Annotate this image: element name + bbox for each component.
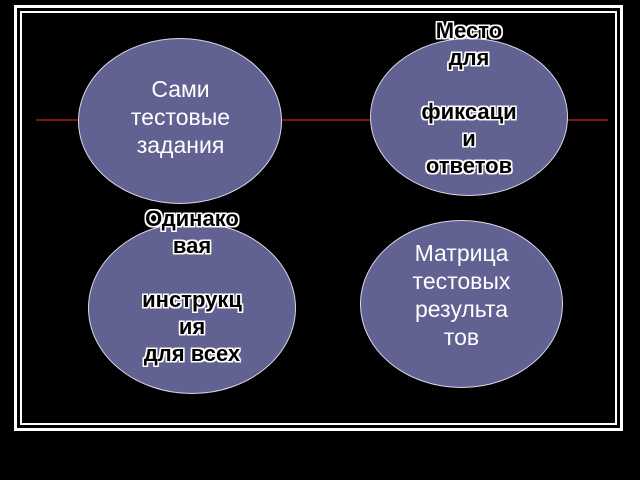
inner-frame	[20, 11, 617, 425]
oval-bottom-left	[88, 222, 296, 394]
horizontal-divider-line	[36, 119, 608, 121]
oval-bottom-right	[360, 220, 563, 388]
node-label-top-right: Место для фиксаци и ответов	[421, 18, 517, 178]
oval-top-left	[78, 38, 282, 204]
node-label-bottom-left: Одинако вая инструкц ия для всех	[142, 206, 242, 366]
oval-top-right	[370, 38, 568, 196]
outer-frame	[14, 5, 623, 431]
node-label-bottom-right: Матрица тестовых результа тов	[412, 240, 511, 350]
node-label-top-left: Сами тестовые задания	[130, 76, 231, 158]
